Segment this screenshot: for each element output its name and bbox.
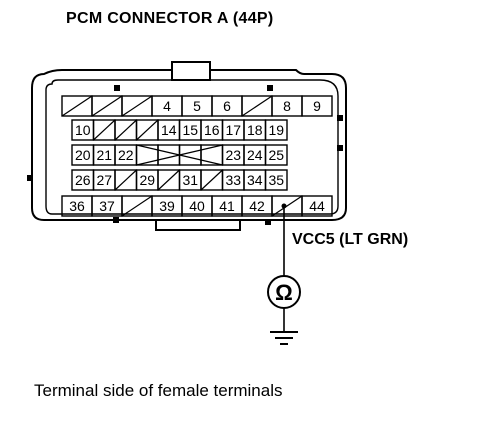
terminal-cell: 23: [221, 144, 245, 166]
terminal-number: 17: [225, 122, 241, 138]
ohm-icon: Ω: [275, 280, 293, 305]
diagram-title: PCM CONNECTOR A (44P): [66, 10, 274, 27]
terminal-cell: 41: [211, 195, 243, 217]
terminal-cell: 4: [151, 95, 183, 117]
terminal-cell: 44: [301, 195, 333, 217]
terminal-cell: 20: [71, 144, 95, 166]
terminal-number: 5: [193, 98, 201, 114]
connector-inner-frame: [45, 79, 339, 215]
terminal-number: 10: [75, 122, 91, 138]
alignment-mark: [114, 85, 120, 91]
terminal-cell: [121, 195, 153, 217]
terminal-cell: 22: [114, 144, 138, 166]
terminal-number: 35: [268, 172, 284, 188]
terminal-number: 36: [69, 198, 85, 214]
terminal-cell: 29: [135, 169, 159, 191]
terminal-cell: 37: [91, 195, 123, 217]
terminal-number: 37: [99, 198, 115, 214]
terminal-cell: 6: [211, 95, 243, 117]
terminal-number: 20: [75, 147, 91, 163]
terminal-number: 29: [139, 172, 155, 188]
terminal-number: 21: [96, 147, 112, 163]
connector-key: [155, 220, 241, 231]
terminal-cell: 35: [264, 169, 288, 191]
terminal-cell: 17: [221, 119, 245, 141]
terminal-number: 42: [249, 198, 265, 214]
terminal-number: 34: [247, 172, 263, 188]
terminal-number: 23: [225, 147, 241, 163]
terminal-number: 4: [163, 98, 171, 114]
terminal-cell: 14: [157, 119, 181, 141]
terminal-grid: 4 5 6 8 9 10 14 15 16 17 18 19 20 21 22 23 24 25 26 27 29 31 3…: [61, 95, 333, 217]
terminal-cell: 21: [92, 144, 116, 166]
wire-label: VCC5 (LT GRN): [292, 231, 409, 248]
terminal-number: 18: [247, 122, 263, 138]
terminal-number: 19: [268, 122, 284, 138]
terminal-cell: [200, 169, 224, 191]
terminal-cell: 39: [151, 195, 183, 217]
terminal-cell: 18: [243, 119, 267, 141]
terminal-number: 33: [225, 172, 241, 188]
terminal-cell: 16: [200, 119, 224, 141]
terminal-cell: [114, 169, 138, 191]
terminal-number: 26: [75, 172, 91, 188]
terminal-cell: 19: [264, 119, 288, 141]
terminal-number: 22: [118, 147, 134, 163]
connector-latch: [171, 61, 211, 81]
terminal-cell: 10: [71, 119, 95, 141]
terminal-number: 8: [283, 98, 291, 114]
terminal-cell: [91, 95, 123, 117]
terminal-cell: 40: [181, 195, 213, 217]
terminal-number: 31: [182, 172, 198, 188]
terminal-number: 44: [309, 198, 325, 214]
terminal-cell: [121, 95, 153, 117]
terminal-cell: [178, 144, 202, 166]
terminal-number: 39: [159, 198, 175, 214]
terminal-number: 15: [182, 122, 198, 138]
terminal-cell: [157, 144, 181, 166]
alignment-mark: [337, 115, 343, 121]
terminal-cell: 9: [301, 95, 333, 117]
terminal-cell: 5: [181, 95, 213, 117]
terminal-cell: 15: [178, 119, 202, 141]
terminal-number: 25: [268, 147, 284, 163]
probe-point: [281, 203, 287, 209]
terminal-cell: 27: [92, 169, 116, 191]
pin-alignment-marks: [27, 85, 343, 225]
alignment-mark: [27, 175, 33, 181]
terminal-cell: [114, 119, 138, 141]
terminal-number: 16: [204, 122, 220, 138]
terminal-cell: 33: [221, 169, 245, 191]
terminal-number: 40: [189, 198, 205, 214]
terminal-cell: [271, 195, 303, 217]
terminal-number: 41: [219, 198, 235, 214]
terminal-cell: [157, 169, 181, 191]
terminal-cell: [241, 95, 273, 117]
terminal-cell: 34: [243, 169, 267, 191]
terminal-number: 14: [161, 122, 177, 138]
ground-icon: [270, 331, 298, 345]
terminal-number: 6: [223, 98, 231, 114]
alignment-mark: [265, 219, 271, 225]
terminal-cell: [135, 119, 159, 141]
terminal-cell: 8: [271, 95, 303, 117]
blank-cross: [136, 144, 223, 166]
alignment-mark: [267, 85, 273, 91]
terminal-cell: [92, 119, 116, 141]
alignment-mark: [113, 217, 119, 223]
terminal-cell: [61, 95, 93, 117]
terminal-cell: 36: [61, 195, 93, 217]
terminal-cell: 26: [71, 169, 95, 191]
alignment-mark: [337, 145, 343, 151]
diagram-caption: Terminal side of female terminals: [34, 381, 283, 400]
terminal-cell: 31: [178, 169, 202, 191]
terminal-cell: 24: [243, 144, 267, 166]
terminal-number: 27: [96, 172, 112, 188]
terminal-number: 9: [313, 98, 321, 114]
terminal-cell: 25: [264, 144, 288, 166]
terminal-number: 24: [247, 147, 263, 163]
terminal-cell: 42: [241, 195, 273, 217]
